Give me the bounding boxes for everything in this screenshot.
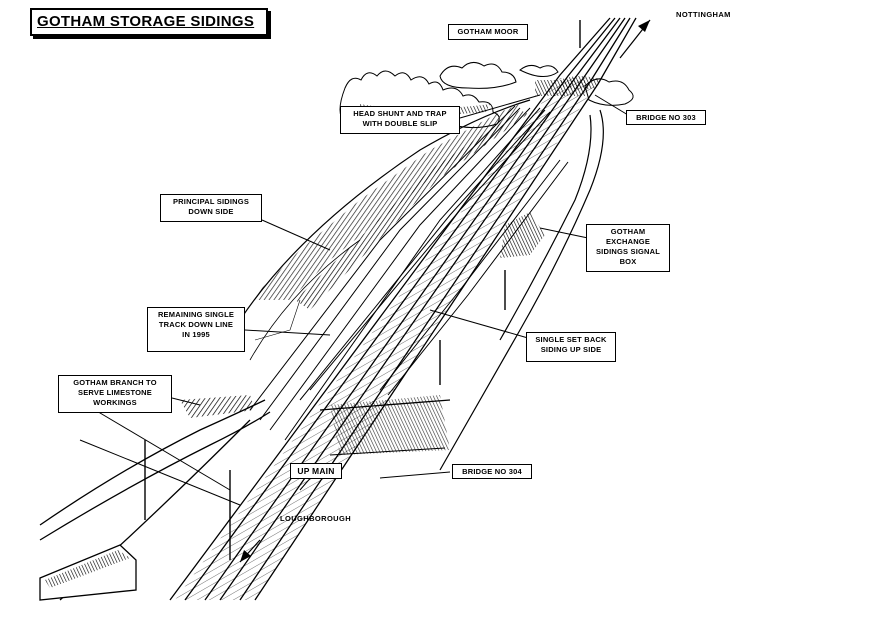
signal-posts <box>144 20 581 560</box>
nottingham-arrow <box>619 19 651 59</box>
embankment-left <box>239 99 531 361</box>
label-principal-sidings: PRINCIPAL SIDINGS DOWN SIDE <box>160 194 262 222</box>
label-remaining-single-track: REMAINING SINGLE TRACK DOWN LINE IN 1995 <box>147 307 245 352</box>
place-loughborough: LOUGHBOROUGH <box>280 514 352 523</box>
place-gotham-moor: GOTHAM MOOR <box>448 24 528 40</box>
hut <box>39 544 137 601</box>
leader-lines <box>79 94 629 506</box>
embankment-right <box>439 109 604 471</box>
up-side-siding <box>379 159 569 396</box>
label-single-set-back-siding: SINGLE SET BACK SIDING UP SIDE <box>526 332 616 362</box>
label-bridge-304: BRIDGE No 304 <box>452 464 532 479</box>
diagram-title-text: GOTHAM STORAGE SIDINGS <box>37 13 255 30</box>
loughborough-arrow <box>239 539 261 563</box>
label-head-shunt: HEAD SHUNT AND TRAP WITH DOUBLE SLIP <box>340 106 460 134</box>
place-nottingham: NOTTINGHAM <box>676 10 731 19</box>
sidings-wagons <box>295 110 528 310</box>
bridge-304 <box>319 395 451 456</box>
track-sleepers <box>175 78 600 600</box>
label-bridge-303: BRIDGE No 303 <box>626 110 706 125</box>
label-exchange-signal-box: GOTHAM EXCHANGE SIDINGS SIGNAL BOX <box>586 224 670 272</box>
diagram-title: GOTHAM STORAGE SIDINGS <box>30 8 268 36</box>
branch-hatching <box>180 395 255 418</box>
label-up-main: UP MAIN <box>290 463 342 479</box>
label-gotham-branch: GOTHAM BRANCH TO SERVE LIMESTONE WORKING… <box>58 375 172 413</box>
